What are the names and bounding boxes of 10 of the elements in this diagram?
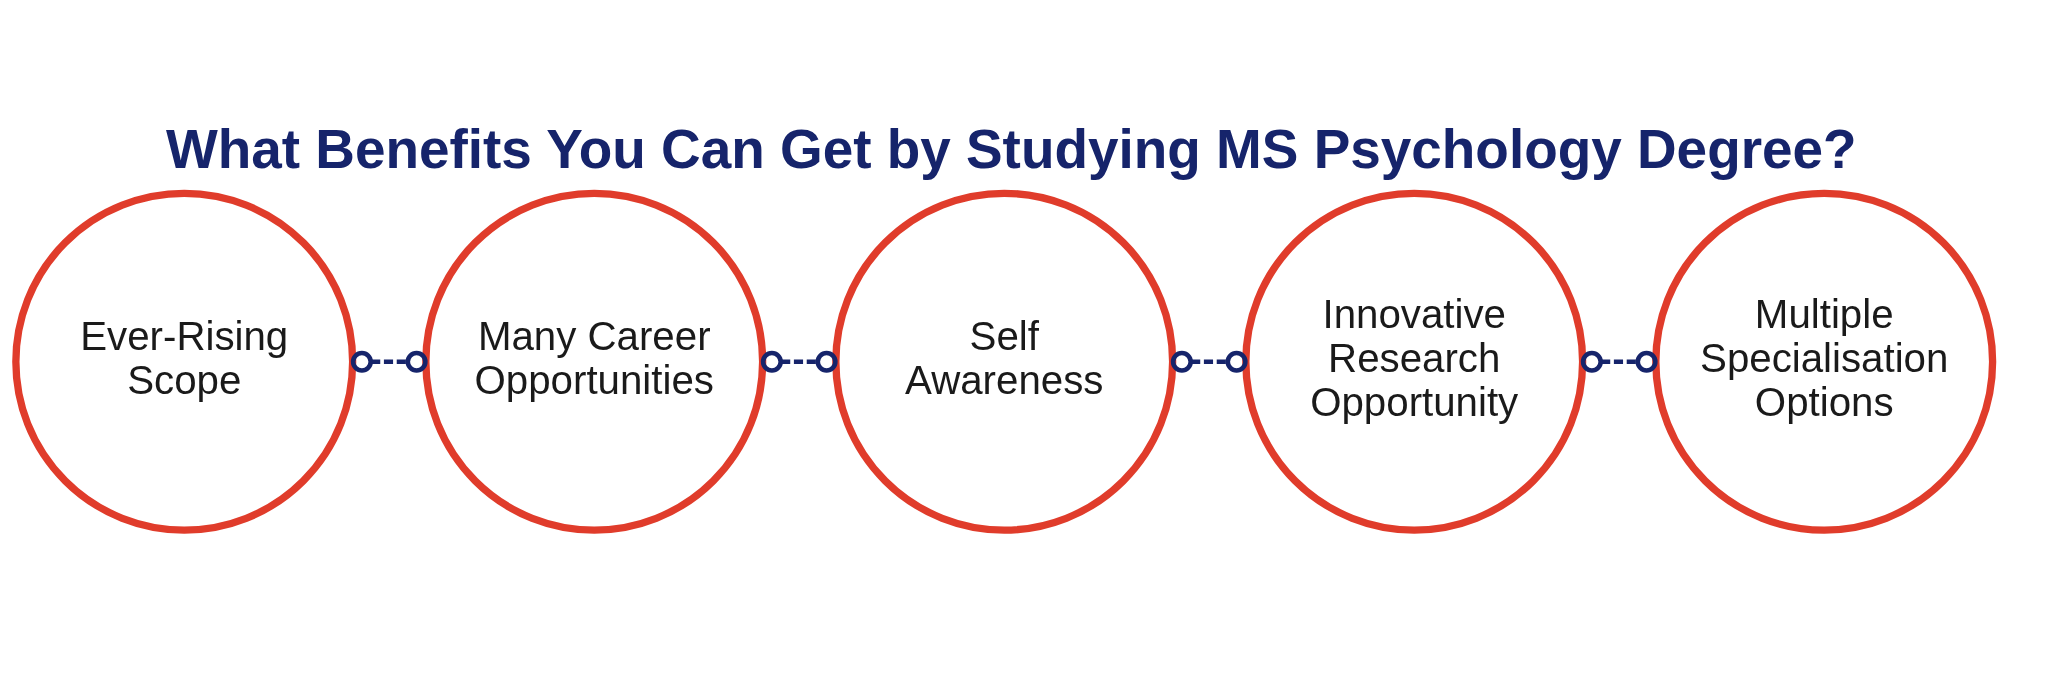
connector bbox=[760, 350, 838, 373]
node-circle: Self Awareness bbox=[832, 189, 1177, 534]
connector bbox=[350, 350, 428, 373]
node-circle: Multiple Specialisation Options bbox=[1652, 189, 1997, 534]
diagram-title: What Benefits You Can Get by Studying MS Psychology Degree? bbox=[165, 117, 1857, 180]
node-circle: Innovative Research Opportunity bbox=[1242, 189, 1587, 534]
node-circle: Many Career Opportunities bbox=[422, 189, 767, 534]
connector bbox=[1580, 350, 1658, 373]
connector bbox=[1170, 350, 1248, 373]
node-circle: Ever-Rising Scope bbox=[12, 189, 357, 534]
